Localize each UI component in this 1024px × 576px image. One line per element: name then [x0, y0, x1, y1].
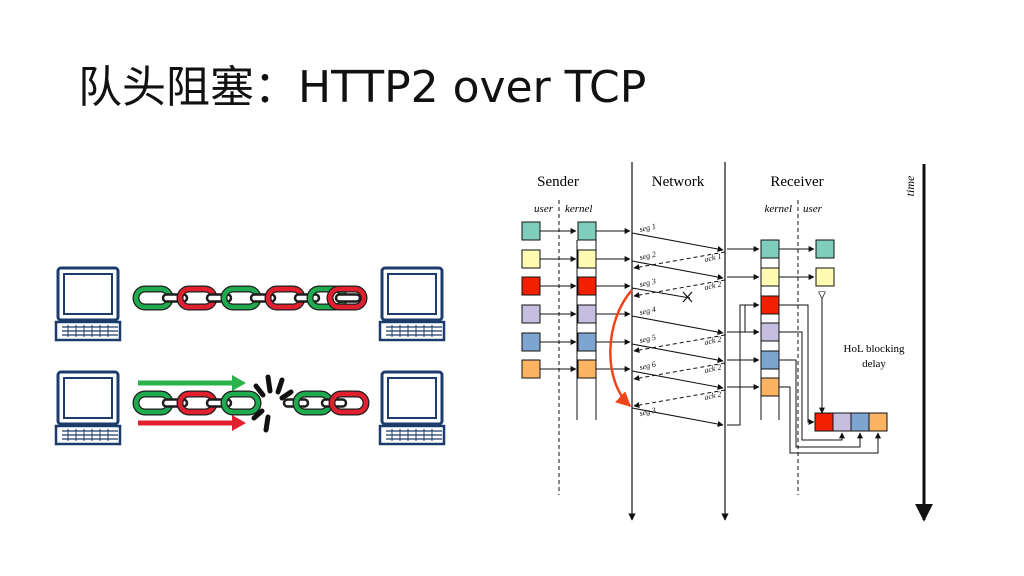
ack-label: ack 2: [704, 280, 723, 292]
ack-label: ack 2: [704, 363, 723, 375]
forward-arrow-icon: [232, 375, 246, 391]
break-burst-icon: [251, 374, 294, 433]
segment-label: seg 2: [639, 250, 657, 262]
sender-kernel-label: kernel: [565, 203, 592, 215]
delivered-blocks: [814, 412, 888, 432]
sender-user-blocks: [521, 221, 541, 379]
hol-annotation: delay: [862, 358, 886, 370]
network-label: Network: [652, 174, 705, 190]
packet-lost-icon: [682, 291, 693, 303]
sender-kernel-blocks: [577, 221, 597, 379]
receiver-label: Receiver: [770, 174, 823, 190]
sender-label: Sender: [537, 174, 579, 190]
receiver-user-blocks: [815, 239, 835, 287]
segment-label: seg 3: [639, 406, 657, 418]
segment-label: seg 4: [639, 305, 657, 317]
segment-label: seg 6: [639, 360, 657, 372]
ack-label: ack 2: [704, 390, 723, 402]
hol-annotation: HoL blocking: [844, 343, 905, 355]
ack-label: ack 1: [704, 252, 723, 264]
backward-arrow-icon: [232, 415, 246, 431]
receiver-kernel-label: kernel: [765, 203, 792, 215]
ack-label: ack 2: [704, 335, 723, 347]
slide-title: 队头阻塞：HTTP2 over TCP: [78, 62, 647, 113]
sender-user-label: user: [534, 203, 554, 215]
segment-label: seg 3: [639, 277, 657, 289]
time-label: time: [903, 175, 917, 196]
segment-label: seg 5: [639, 333, 657, 345]
retransmit-arrow: [609, 289, 633, 408]
segment-label: seg 1: [639, 222, 657, 234]
receiver-kernel-blocks: [760, 239, 780, 397]
receiver-user-label: user: [803, 203, 823, 215]
